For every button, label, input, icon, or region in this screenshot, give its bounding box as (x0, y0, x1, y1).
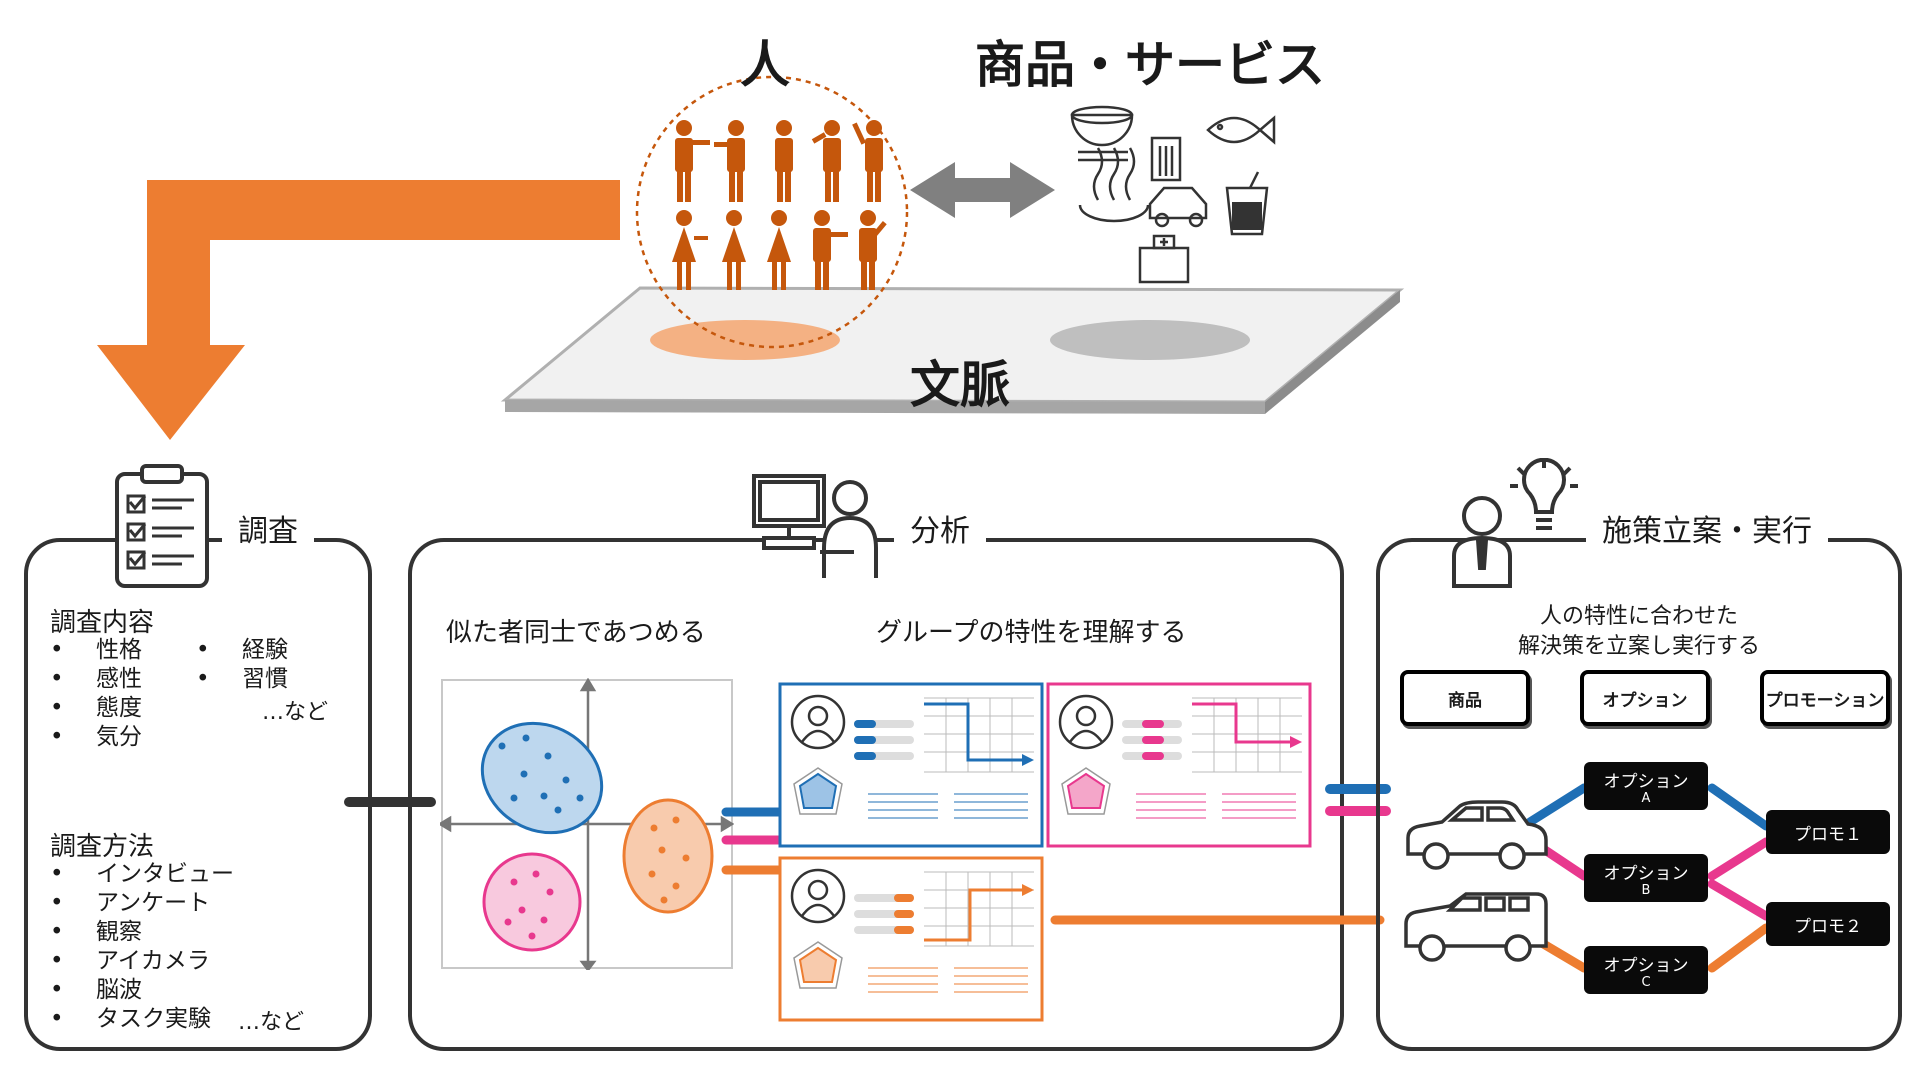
group-card-orange (778, 856, 1044, 1022)
analysis-right-subtitle: グループの特性を理解する (876, 618, 1187, 648)
survey-methods-etc: …など (238, 1010, 305, 1035)
orange-flow-arrow (97, 180, 620, 440)
cluster-orange (622, 798, 714, 914)
list-item: 気分 (50, 723, 142, 752)
survey-contents-col1: 性格 感性 態度 気分 (50, 636, 142, 752)
plan-title: 施策立案・実行 (1586, 506, 1828, 550)
list-item: 態度 (50, 694, 142, 723)
cluster-pink (482, 852, 582, 952)
list-item: 感性 (50, 665, 142, 694)
plan-desc-line2: 解決策を立案し実行する (1517, 634, 1760, 659)
cluster-blue (480, 721, 604, 835)
bowl-icon (1070, 105, 1134, 162)
list-item: 脳波 (50, 976, 234, 1005)
survey-contents-etc: …など (262, 700, 329, 725)
group-card-blue (778, 682, 1044, 848)
category-option: オプション (1580, 670, 1710, 726)
context-label: 文脈 (910, 356, 1010, 414)
computer-user-icon (752, 474, 878, 578)
survey-contents-col2: 経験 習慣 (196, 636, 288, 694)
list-item: アンケート (50, 889, 234, 918)
wagon-icon (1404, 892, 1548, 962)
products-shadow (1050, 320, 1250, 360)
hospital-icon (1138, 234, 1190, 284)
category-promotion: プロモーション (1760, 670, 1890, 726)
people-circle (635, 75, 909, 349)
group-card-pink (1046, 682, 1312, 848)
plan-desc-line1: 人の特性に合わせた (1539, 604, 1738, 629)
top-illustration (97, 75, 1405, 440)
category-product: 商品 (1400, 670, 1530, 726)
sedan-icon (1406, 800, 1548, 870)
onsen-icon (1078, 147, 1150, 223)
promo-1: プロモ１ (1766, 810, 1890, 854)
list-item: インタビュー (50, 860, 234, 889)
people-shadow (650, 320, 840, 360)
list-item: 経験 (196, 636, 288, 665)
promo-2: プロモ２ (1766, 902, 1890, 946)
connector-line (344, 797, 436, 807)
list-item: 観察 (50, 918, 234, 947)
survey-title: 調査 (222, 506, 314, 550)
car-icon (1148, 186, 1208, 228)
list-item: 性格 (50, 636, 142, 665)
idea-person-icon (1452, 458, 1578, 588)
analysis-left-subtitle: 似た者同士であつめる (446, 618, 706, 648)
product-icons (1070, 105, 1276, 284)
building-icon (1150, 136, 1182, 182)
analysis-title: 分析 (894, 506, 986, 550)
products-label: 商品・サービス (975, 36, 1325, 94)
people-label: 人 (740, 36, 790, 94)
survey-contents-title: 調査内容 (50, 608, 155, 638)
survey-methods-title: 調査方法 (50, 832, 155, 862)
list-item: 習慣 (196, 665, 288, 694)
people-icons (675, 120, 883, 202)
cluster-plot (440, 678, 734, 970)
plan-network (1404, 783, 1771, 973)
list-item: タスク実験 (50, 1005, 234, 1034)
survey-methods-list: インタビュー アンケート 観察 アイカメラ 脳波 タスク実験 (50, 860, 234, 1034)
clipboard-icon (115, 464, 209, 588)
double-arrow (910, 162, 1055, 218)
fish-icon (1206, 115, 1276, 145)
list-item: アイカメラ (50, 947, 234, 976)
group-connectors (721, 807, 789, 875)
drink-icon (1225, 171, 1269, 236)
